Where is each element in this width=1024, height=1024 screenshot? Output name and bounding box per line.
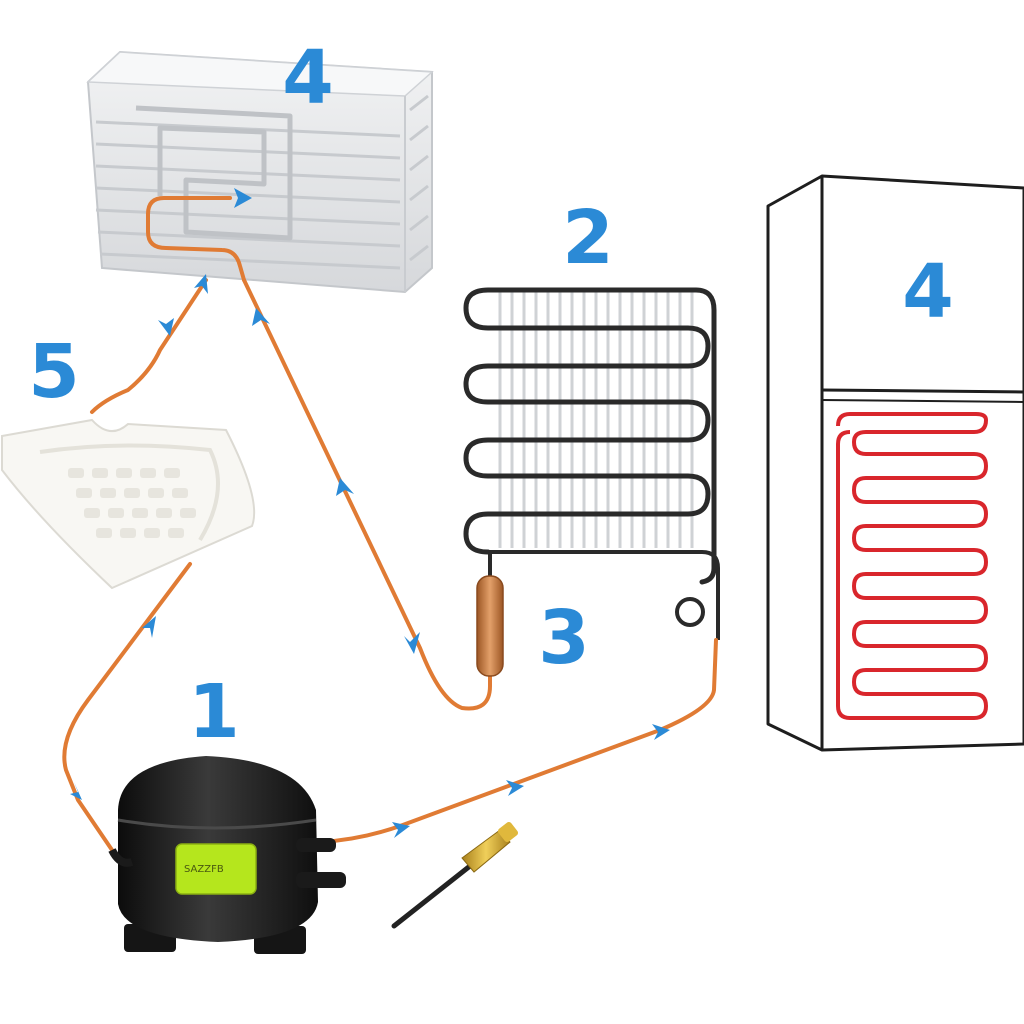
flow-arrow-icon [142,616,156,638]
flow-arrow-icon [194,274,208,294]
label-1-compressor: 1 [188,669,240,755]
copper-tubing [62,196,718,852]
refrigerator [766,174,1024,752]
label-5-evaporator-plate: 5 [28,329,80,415]
flow-arrow-icon [392,822,410,838]
flow-arrow-icon [506,780,524,796]
flow-arrow-icon [652,724,670,740]
evaporator-box [86,50,434,294]
label-3-filter-drier: 3 [538,595,590,681]
heating-coil [836,412,988,720]
label-4-evaporator-box: 4 [282,35,334,121]
label-4-refrigerator: 4 [902,249,954,335]
evaporator-plate [1,418,256,590]
flow-arrow-icon [158,318,174,336]
condenser-coil [463,287,720,640]
flow-arrow-icon [252,308,270,326]
flow-arrow-icon [234,188,252,208]
flow-arrow-icon [336,478,354,496]
flow-arrow-icon [404,632,420,654]
label-2-condenser: 2 [562,195,614,281]
compressor-badge: SAZZFB [184,864,224,875]
service-valve-icon [391,821,519,929]
compressor: SAZZFB [108,756,346,954]
flow-arrow-icon [70,782,82,800]
filter-drier [476,552,504,677]
flow-arrows [70,188,670,838]
